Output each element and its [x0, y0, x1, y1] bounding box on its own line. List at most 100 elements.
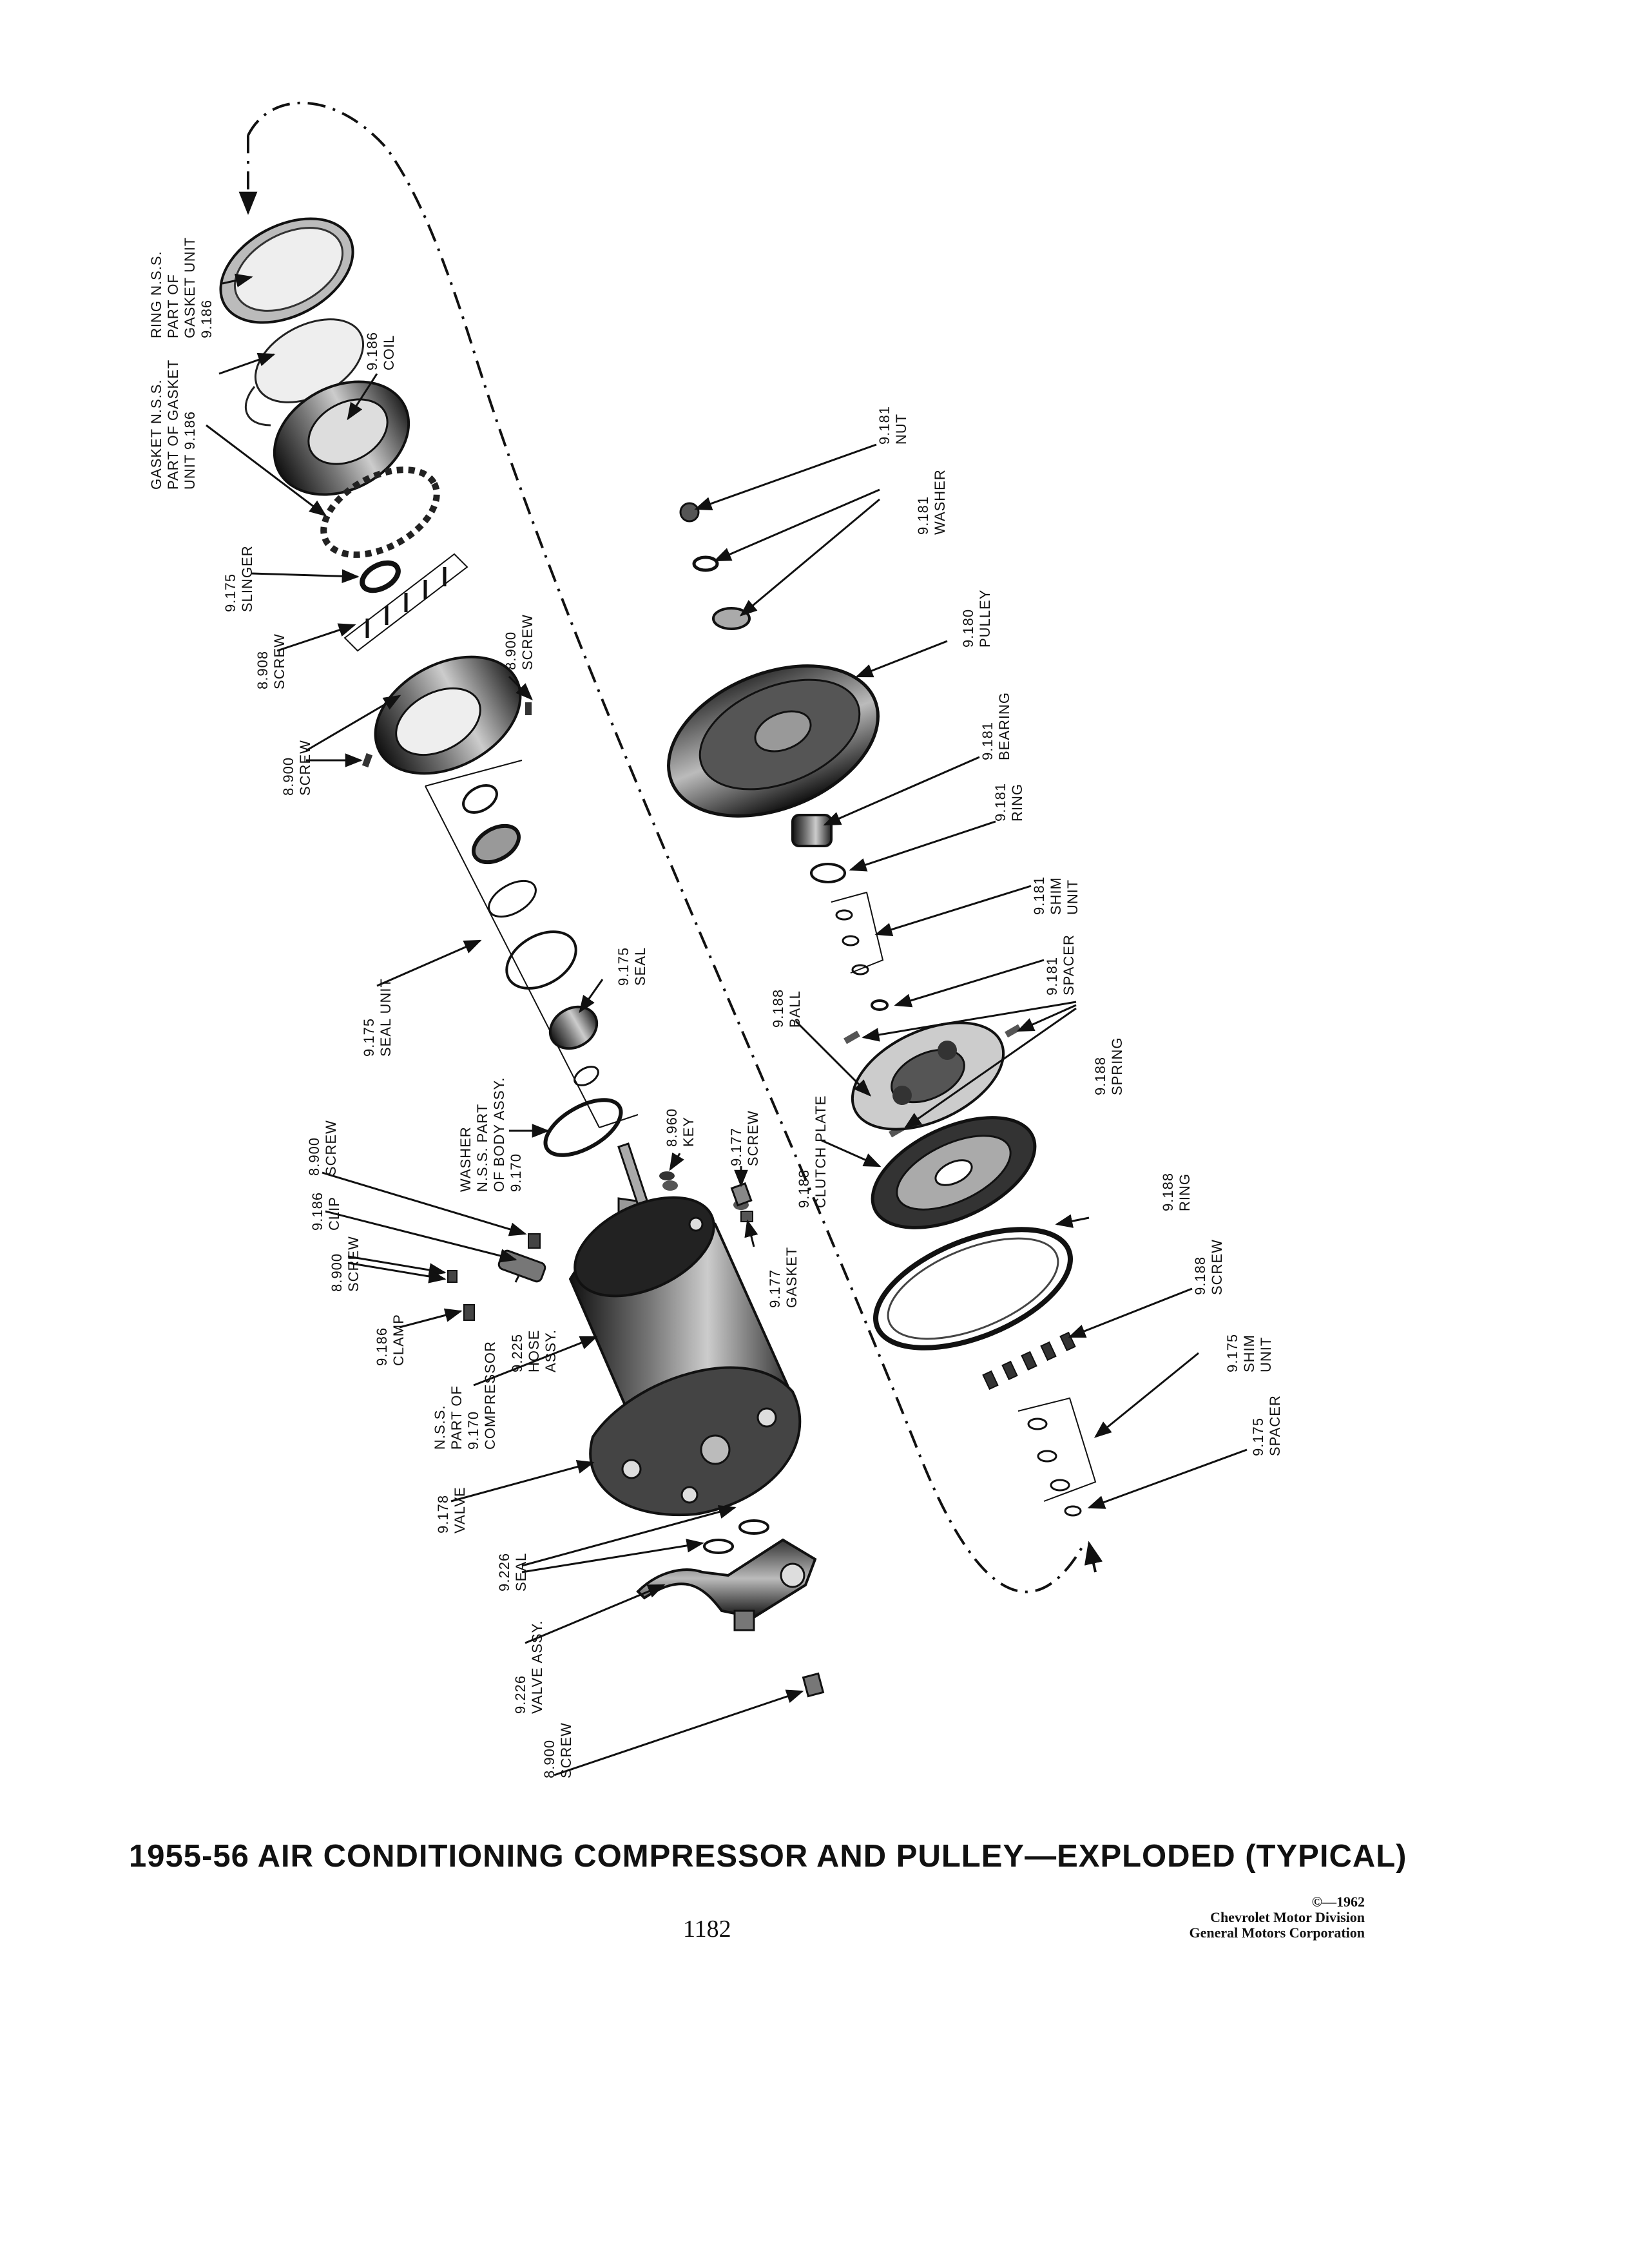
label-line: UNIT 9.186 [182, 411, 198, 490]
label-line: SCREW [1209, 1239, 1225, 1295]
label-line: RING [1177, 1173, 1193, 1211]
copyright-block: ©—1962 Chevrolet Motor Division General … [1190, 1894, 1365, 1941]
coil-part-icon [273, 380, 410, 496]
label-line: VALVE [452, 1486, 468, 1533]
label-line: N.S.S. PART [474, 1104, 490, 1192]
label-line: WASHER [932, 469, 948, 535]
label-line: SCREW [345, 1236, 361, 1292]
label-line: UNIT [1065, 879, 1081, 915]
label-line: SEAL UNIT [378, 978, 394, 1057]
label-line: 9.175 [361, 1018, 377, 1057]
label-line: ASSY. [543, 1329, 559, 1372]
label-line: PART OF [448, 1385, 465, 1450]
label-line: 9.188 [796, 1169, 812, 1208]
label-line: SLINGER [239, 545, 255, 612]
screw-row-icon [982, 1331, 1076, 1390]
label-line: SCREW [271, 633, 287, 689]
label-line: SEAL [632, 947, 648, 986]
label-line: HOSE [526, 1330, 542, 1372]
label-line: PULLEY [977, 590, 993, 648]
clip-and-clamp-icons [447, 1233, 541, 1321]
label-line: SPACER [1061, 934, 1077, 995]
body-washer-icon [543, 1098, 623, 1157]
washer-small-icon [692, 555, 719, 572]
label-line: GASKET UNIT [182, 237, 198, 338]
label-line: 9.175 [222, 573, 238, 612]
label-line: 9.188 [1192, 1256, 1208, 1295]
pulley-hub-icon [712, 607, 751, 630]
label-line: KEY [680, 1117, 697, 1147]
compressor-body-icon [568, 1142, 802, 1517]
label-line: SHIM [1241, 1334, 1257, 1372]
copyright-corporation: General Motors Corporation [1189, 1925, 1365, 1941]
label-line: BALL [787, 990, 803, 1028]
label-line: 9.226 [496, 1553, 512, 1591]
label-line: PART OF GASKET [165, 360, 181, 490]
label-line: CLIP [326, 1196, 342, 1231]
bottom-screw-icon [802, 1672, 825, 1698]
label-line: 9.178 [435, 1495, 451, 1533]
label-line: SCREW [745, 1110, 761, 1166]
label-line: GASKET [784, 1247, 800, 1308]
label-line: 8.900 [541, 1740, 557, 1778]
label-line: 9.188 [1092, 1057, 1108, 1095]
label-line: SCREW [558, 1722, 574, 1778]
label-line: 9.181 [979, 722, 996, 760]
label-line: 8.908 [255, 651, 271, 689]
label-line: 8.960 [664, 1108, 680, 1147]
label-line: 9.175 [1224, 1334, 1240, 1372]
label-line: 9.188 [770, 989, 786, 1028]
hose-fitting-icon [497, 1249, 546, 1283]
label-line: 8.900 [306, 1137, 322, 1176]
seal-unit-bracket-icon [425, 760, 639, 1128]
label-line: 9.181 [1031, 876, 1047, 915]
label-line: OF BODY ASSY. [491, 1077, 507, 1192]
label-line: GASKET N.S.S. [148, 379, 164, 490]
nut-icon [679, 502, 700, 523]
spacer-lower-icon [1064, 1505, 1082, 1517]
valve-assy-icon [636, 1519, 817, 1631]
shim-unit-lower-icon [1017, 1397, 1097, 1502]
label-line: SPACER [1267, 1395, 1283, 1456]
screw-group-icon [343, 553, 468, 652]
label-line: 9.181 [992, 783, 1008, 822]
label-line: SEAL [513, 1553, 529, 1591]
label-line: COMPRESSOR [482, 1341, 498, 1450]
label-line: UNIT [1258, 1337, 1274, 1372]
label-line: RING N.S.S. [148, 251, 164, 338]
label-line: PART OF [165, 274, 181, 338]
label-line: 9.180 [960, 609, 976, 648]
bearing-race-icon [320, 466, 440, 558]
label-line: NUT [893, 414, 909, 445]
label-line: CLAMP [390, 1314, 407, 1366]
label-line: VALVE ASSY. [529, 1620, 545, 1714]
label-line: 8.900 [503, 631, 519, 670]
label-line: 8.900 [329, 1253, 345, 1292]
copyright-year: ©—1962 [1311, 1894, 1365, 1910]
pulley-icon [667, 664, 880, 818]
